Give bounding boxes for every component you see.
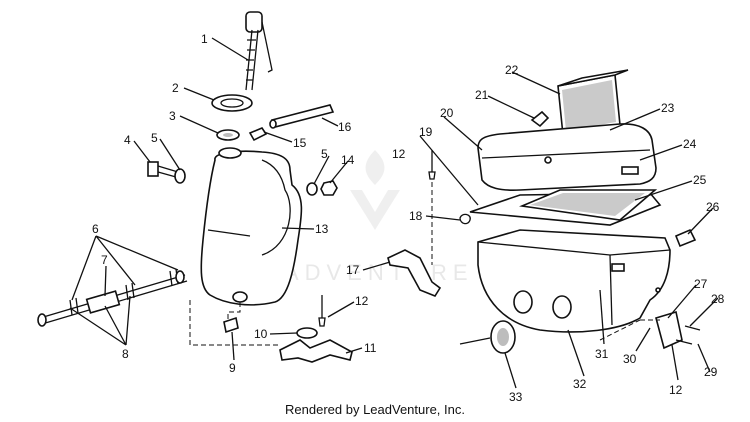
part-bracket-lower (279, 339, 353, 363)
callout-labels: 1 2 3 4 5 5 14 16 15 13 6 7 8 9 10 12 11… (92, 32, 725, 404)
callout-10: 10 (254, 327, 268, 341)
callout-5b: 5 (321, 147, 328, 161)
callout-7: 7 (101, 253, 108, 267)
part-air-box-cover (477, 123, 657, 191)
callout-18: 18 (409, 209, 423, 223)
part-washer-right (306, 182, 318, 196)
callout-14: 14 (341, 153, 355, 167)
callout-26: 26 (706, 200, 720, 214)
part-retainer-clip (459, 213, 471, 225)
callout-22: 22 (505, 63, 519, 77)
part-rod (269, 104, 335, 129)
part-screw-upper (428, 150, 436, 180)
callout-30: 30 (623, 352, 637, 366)
callout-9: 9 (229, 361, 236, 375)
callout-19: 19 (419, 125, 433, 139)
dashed-guide-tank (189, 300, 280, 346)
callout-21: 21 (475, 88, 489, 102)
callout-4: 4 (124, 133, 131, 147)
part-air-box (477, 229, 671, 333)
callout-17: 17 (346, 263, 360, 277)
callout-32: 32 (573, 377, 587, 391)
dashed-guide-lower (599, 319, 660, 341)
part-clamp (674, 228, 697, 248)
watermark-logo (350, 150, 400, 230)
part-nut (320, 180, 338, 196)
render-credit: Rendered by LeadVenture, Inc. (285, 402, 465, 417)
part-washer-left (174, 168, 186, 184)
callout-12b: 12 (392, 147, 406, 161)
callout-27: 27 (694, 277, 708, 291)
part-valve (223, 302, 241, 334)
part-bolt (147, 161, 179, 178)
callout-29: 29 (704, 365, 718, 379)
callout-20: 20 (440, 106, 454, 120)
callout-23: 23 (661, 101, 675, 115)
part-grommet (296, 327, 318, 339)
part-intake-boot (459, 320, 516, 354)
callout-16: 16 (338, 120, 352, 134)
callout-33: 33 (509, 390, 523, 404)
part-mount-bracket (387, 249, 442, 297)
leader-lines (69, 37, 719, 389)
part-fitting (248, 127, 268, 142)
part-lower-bracket (655, 310, 683, 350)
callout-2: 2 (172, 81, 179, 95)
part-fuel-tank (200, 147, 303, 306)
callout-28: 28 (711, 292, 725, 306)
callout-31: 31 (595, 347, 609, 361)
callout-8: 8 (122, 347, 129, 361)
part-bolt-lower (675, 325, 701, 345)
callout-11: 11 (364, 341, 377, 355)
callout-15: 15 (293, 136, 307, 150)
part-screw-center (318, 295, 326, 327)
part-clip (530, 110, 550, 128)
callout-12c: 12 (669, 383, 683, 397)
callout-1: 1 (201, 32, 208, 46)
part-fuel-line (37, 268, 188, 327)
part-dipstick (245, 11, 273, 91)
callout-13: 13 (315, 222, 329, 236)
callout-5a: 5 (151, 131, 158, 145)
callout-3: 3 (169, 109, 176, 123)
part-gasket (216, 129, 240, 141)
callout-6: 6 (92, 222, 99, 236)
callout-12a: 12 (355, 294, 369, 308)
callout-25: 25 (693, 173, 707, 187)
part-cap (211, 94, 253, 112)
part-filter-pad (519, 189, 658, 221)
callout-24: 24 (683, 137, 697, 151)
